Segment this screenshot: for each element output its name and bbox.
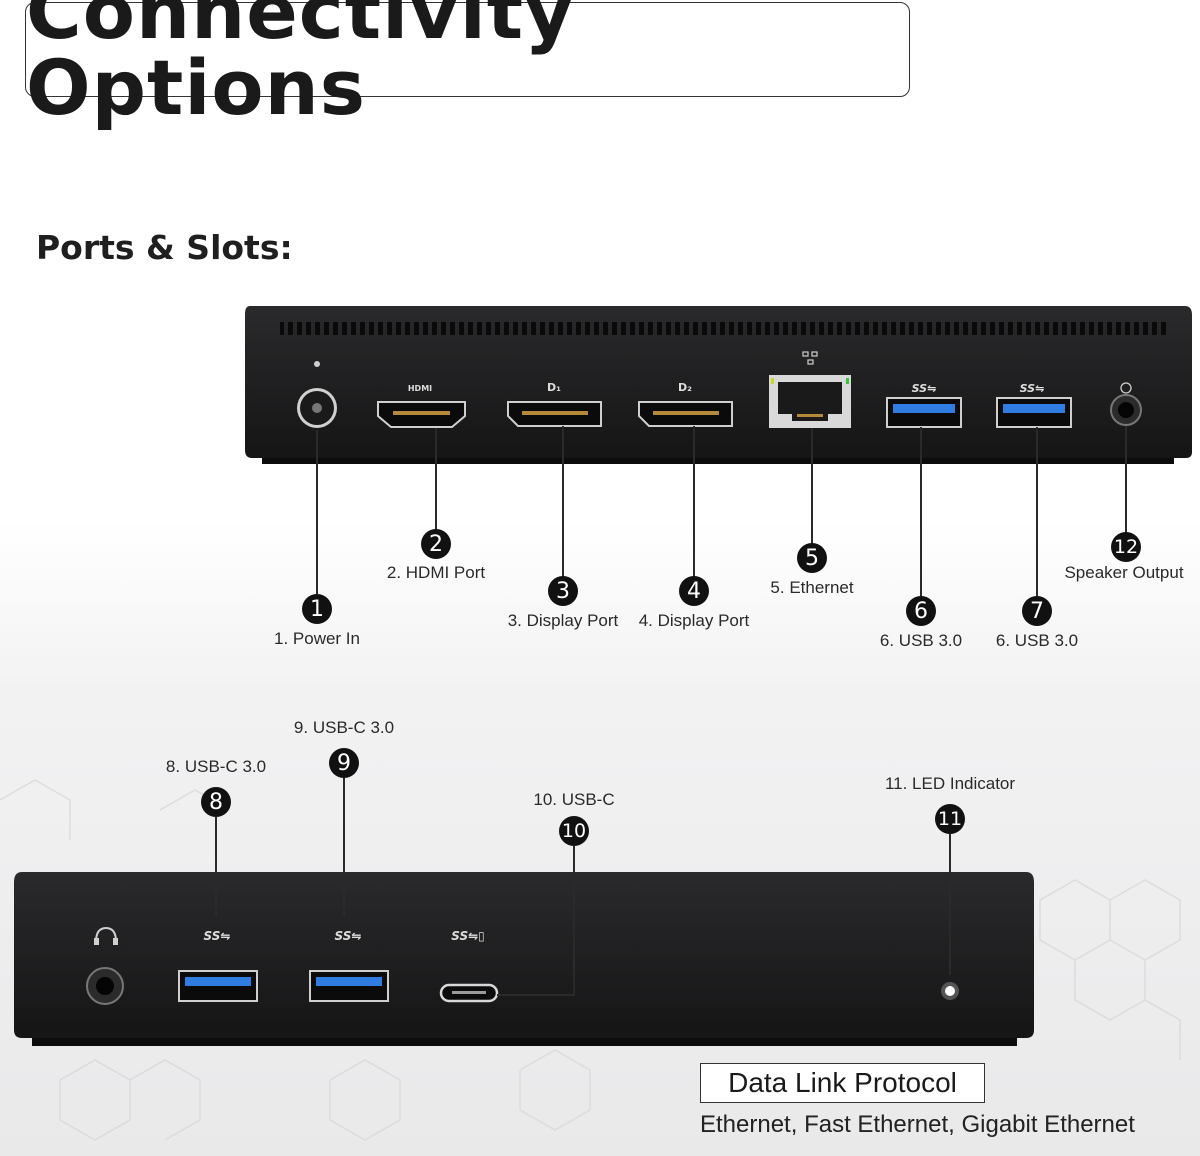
rear-leader-lines <box>316 426 1127 597</box>
usb6-marking: SS⇋ <box>912 382 937 395</box>
badge-11: 11 <box>935 804 965 834</box>
badge-9: 9 <box>329 748 359 778</box>
badge-1: 1 <box>302 594 332 624</box>
label-usbc-8: 8. USB-C 3.0 <box>165 757 267 776</box>
usb8-marking: SS⇋ <box>204 929 231 943</box>
badge-10: 10 <box>559 816 589 846</box>
page-title: Connectivity Options <box>26 0 575 132</box>
front-device: SS⇋ SS⇋ SS⇋▯ <box>14 872 1034 1046</box>
badge-3: 3 <box>548 576 578 606</box>
badge-6: 6 <box>906 596 936 626</box>
badge-7: 7 <box>1022 596 1052 626</box>
rear-device: HDMI D₁ D₂ SS⇋ SS⇋ <box>245 306 1192 464</box>
protocol-description: Ethernet, Fast Ethernet, Gigabit Etherne… <box>700 1111 1135 1138</box>
badge-8: 8 <box>201 787 231 817</box>
badge-12: 12 <box>1111 532 1141 562</box>
usb9-marking: SS⇋ <box>335 929 362 943</box>
label-led-indicator: 11. LED Indicator <box>884 774 1016 793</box>
badge-5: 5 <box>797 543 827 573</box>
label-hdmi-port: 2. HDMI Port <box>386 563 486 582</box>
label-ethernet: 5. Ethernet <box>770 578 854 597</box>
section-subtitle: Ports & Slots: <box>36 228 293 267</box>
label-display-port-4: 4. Display Port <box>638 611 750 630</box>
label-power-in: 1. Power In <box>274 629 360 648</box>
usbc-marking: SS⇋▯ <box>451 929 485 943</box>
label-usbc-9: 9. USB-C 3.0 <box>293 718 395 737</box>
protocol-title: Data Link Protocol <box>728 1067 957 1098</box>
dp2-marking: D₂ <box>678 381 692 394</box>
title-box: Connectivity Options <box>25 0 910 125</box>
badge-4: 4 <box>679 576 709 606</box>
front-leader-lines <box>215 778 951 996</box>
protocol-box: Data Link Protocol <box>700 1063 985 1103</box>
hex-background <box>0 779 1181 1141</box>
label-usb-7: 6. USB 3.0 <box>995 631 1079 650</box>
dp1-marking: D₁ <box>547 381 561 394</box>
label-usb-6: 6. USB 3.0 <box>879 631 963 650</box>
label-display-port-3: 3. Display Port <box>507 611 619 630</box>
hdmi-marking: HDMI <box>408 384 432 393</box>
label-speaker-output: Speaker Output <box>1064 563 1184 582</box>
badge-2: 2 <box>421 529 451 559</box>
usb7-marking: SS⇋ <box>1020 382 1045 395</box>
label-usbc-10: 10. USB-C <box>533 790 615 809</box>
